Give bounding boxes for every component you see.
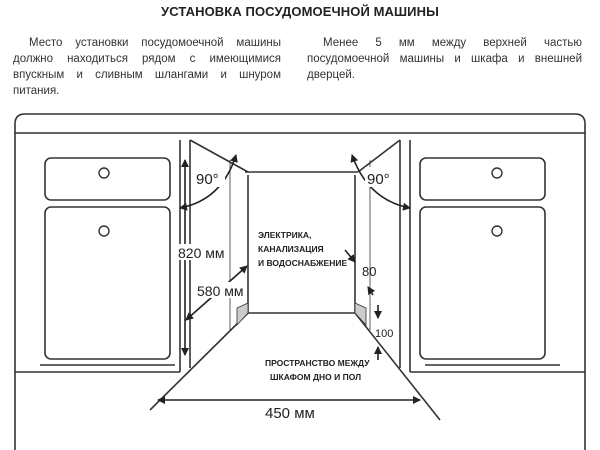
paragraph-location: Место установки посудомоечной машины дол… [13,37,281,97]
niche-back-wall [247,175,356,314]
width-label: 450 мм [265,405,315,422]
floor-gap-label-line2: ШКАФОМ ДНО И ПОЛ [270,372,361,382]
knob-icon [491,225,503,237]
dim-100-label: 100 [375,328,393,340]
dim-80-label: 80 [362,264,376,279]
paragraph-gap: Менее 5 мм между верхней частью посудомо… [307,37,582,81]
floor-gap-label-line1: ПРОСТРАНСТВО МЕЖДУ [265,358,370,368]
left-drawer [44,157,171,201]
knob-icon [98,167,110,179]
knob-icon [98,225,110,237]
right-drawer [419,157,546,201]
utilities-label-line2: КАНАЛИЗАЦИЯ [258,244,324,254]
utilities-label-line3: И ВОДОСНАБЖЕНИЕ [258,258,347,268]
page-title: УСТАНОВКА ПОСУДОМОЕЧНОЙ МАШИНЫ [161,4,439,19]
left-door [44,206,171,360]
height-label: 820 мм [178,245,225,261]
utilities-label-line1: ЭЛЕКТРИКА, [258,230,311,240]
knob-icon [491,167,503,179]
angle-left-label: 90° [196,171,219,188]
kitchen-frame [14,113,586,450]
right-door [419,206,546,360]
depth-label: 580 мм [197,283,244,299]
angle-right-label: 90° [367,171,390,188]
